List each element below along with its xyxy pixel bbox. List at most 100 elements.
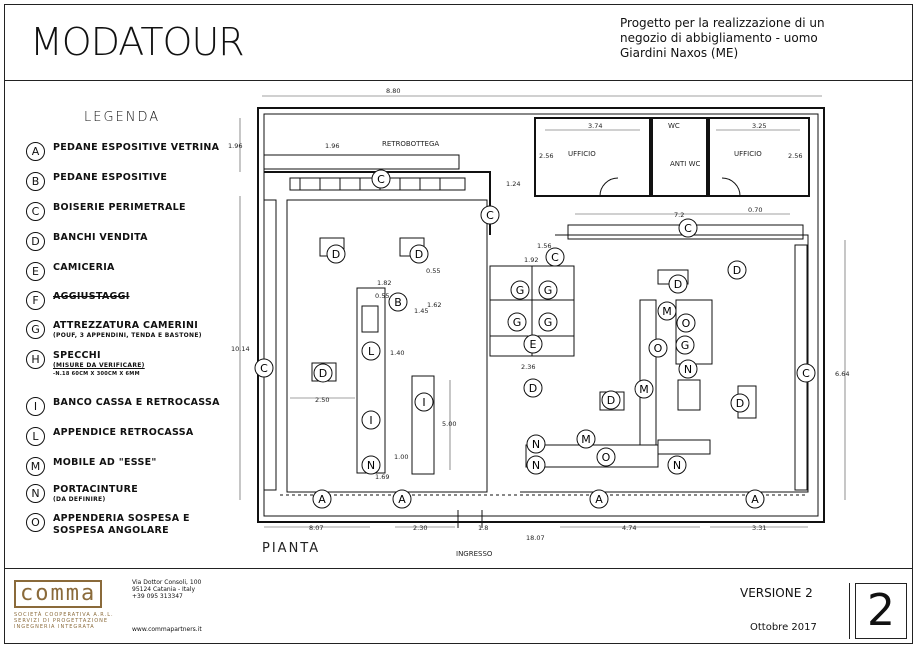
- svg-text:A: A: [318, 493, 326, 506]
- modatour-logo: MODATOUR: [30, 20, 245, 64]
- retro-shelf: [263, 154, 460, 170]
- dim-label: 5.00: [442, 420, 456, 428]
- svg-text:I: I: [369, 414, 372, 427]
- legend-label: APPENDICE RETROCASSA: [53, 427, 194, 438]
- svg-text:D: D: [415, 248, 423, 261]
- svg-text:D: D: [332, 248, 340, 261]
- right-zone: [520, 234, 809, 493]
- mobile-esse: [639, 299, 657, 446]
- dim-label: 1.92: [524, 256, 538, 264]
- svg-text:M: M: [662, 305, 672, 318]
- svg-text:C: C: [486, 209, 494, 222]
- marker-g: G: [538, 280, 558, 300]
- dim-label: 1.96: [325, 142, 339, 150]
- project-line-3: Giardini Naxos (ME): [620, 46, 739, 60]
- svg-text:A: A: [398, 493, 406, 506]
- svg-text:N: N: [532, 459, 540, 472]
- version-label: VERSIONE 2: [740, 586, 813, 600]
- dim-label: 6.64: [835, 370, 849, 378]
- legend-key: G: [26, 320, 45, 339]
- room-label-office: UFFICIO: [734, 150, 762, 158]
- dim-label: 2.56: [788, 152, 802, 160]
- marker-c: C: [480, 205, 500, 225]
- legend-label: CAMICERIA: [53, 262, 115, 273]
- dim-label: 0.70: [748, 206, 762, 214]
- outer-wall: [257, 107, 825, 523]
- dim-label: 2.30: [413, 524, 427, 532]
- date-label: Ottobre 2017: [750, 622, 817, 633]
- project-title: Progetto per la realizzazione di un nego…: [620, 16, 825, 61]
- marker-d: D: [313, 363, 333, 383]
- legend-key: I: [26, 397, 45, 416]
- marker-i: I: [414, 392, 434, 412]
- marker-n: N: [526, 434, 546, 454]
- dim-label: 8.07: [309, 524, 323, 532]
- legend-label-2: SOSPESA ANGOLARE: [53, 525, 169, 536]
- svg-text:M: M: [581, 433, 591, 446]
- dim-label: 1.96: [228, 142, 242, 150]
- legend-title: LEGENDA: [84, 110, 161, 125]
- room-label-office: UFFICIO: [568, 150, 596, 158]
- svg-text:D: D: [736, 397, 744, 410]
- svg-text:G: G: [544, 284, 553, 297]
- svg-text:C: C: [260, 362, 268, 375]
- room-label-wc: WC: [668, 122, 680, 130]
- company-address: Via Dottor Consoli, 100 95124 Catania - …: [132, 579, 201, 600]
- marker-c: C: [371, 169, 391, 189]
- legend-key: C: [26, 202, 45, 221]
- marker-n: N: [667, 455, 687, 475]
- retrocassa: [411, 375, 435, 475]
- plan-markers: D D D D D D D D C C C C C C B L I I N N …: [254, 169, 816, 509]
- svg-text:G: G: [681, 339, 690, 352]
- marker-n: N: [526, 455, 546, 475]
- address-line: 95124 Catania - Italy: [132, 586, 196, 593]
- dim-label: 1.56: [537, 242, 551, 250]
- header-divider: [4, 80, 913, 81]
- legend-key: M: [26, 457, 45, 476]
- address-line: +39 095 313347: [132, 593, 183, 600]
- legend-key: F: [26, 291, 45, 310]
- marker-d: D: [326, 244, 346, 264]
- marker-a: A: [745, 489, 765, 509]
- svg-text:M: M: [639, 383, 649, 396]
- legend-key: O: [26, 513, 45, 532]
- marker-d: D: [730, 393, 750, 413]
- dim-label: 1.69: [375, 473, 389, 481]
- sheet-number: 2: [855, 583, 907, 639]
- dimension-labels: 8.80 3.74 3.25 1.96 1.96 2.56 2.56 1.24 …: [228, 87, 849, 542]
- company-sub-3: INGEGNERIA INTEGRATA: [14, 624, 95, 630]
- legend-key: N: [26, 484, 45, 503]
- dim-label: 1.40: [390, 349, 404, 357]
- dim-label: 1.82: [377, 279, 391, 287]
- svg-text:A: A: [595, 493, 603, 506]
- marker-g: G: [538, 312, 558, 332]
- dim-label: 4.74: [622, 524, 636, 532]
- plan-title: PIANTA: [262, 541, 320, 556]
- marker-n: N: [678, 359, 698, 379]
- marker-o: O: [596, 447, 616, 467]
- marker-d: D: [727, 260, 747, 280]
- legend-label: PEDANE ESPOSITIVE VETRINA: [53, 142, 220, 153]
- legend-key: A: [26, 142, 45, 161]
- svg-text:N: N: [367, 459, 375, 472]
- dim-label: 2.50: [315, 396, 329, 404]
- dim-label: 0.55: [375, 292, 389, 300]
- svg-text:B: B: [394, 296, 402, 309]
- wc: [651, 117, 708, 197]
- marker-d: D: [668, 274, 688, 294]
- room-label-anti-wc: ANTI WC: [670, 160, 701, 168]
- marker-g: G: [675, 335, 695, 355]
- marker-a: A: [392, 489, 412, 509]
- comma-logo: comma: [14, 580, 103, 608]
- dim-label: 10.14: [231, 345, 250, 353]
- footer-divider: [4, 568, 913, 569]
- marker-c: C: [254, 358, 274, 378]
- dim-label: 1.45: [414, 307, 428, 315]
- office-left: [534, 117, 651, 197]
